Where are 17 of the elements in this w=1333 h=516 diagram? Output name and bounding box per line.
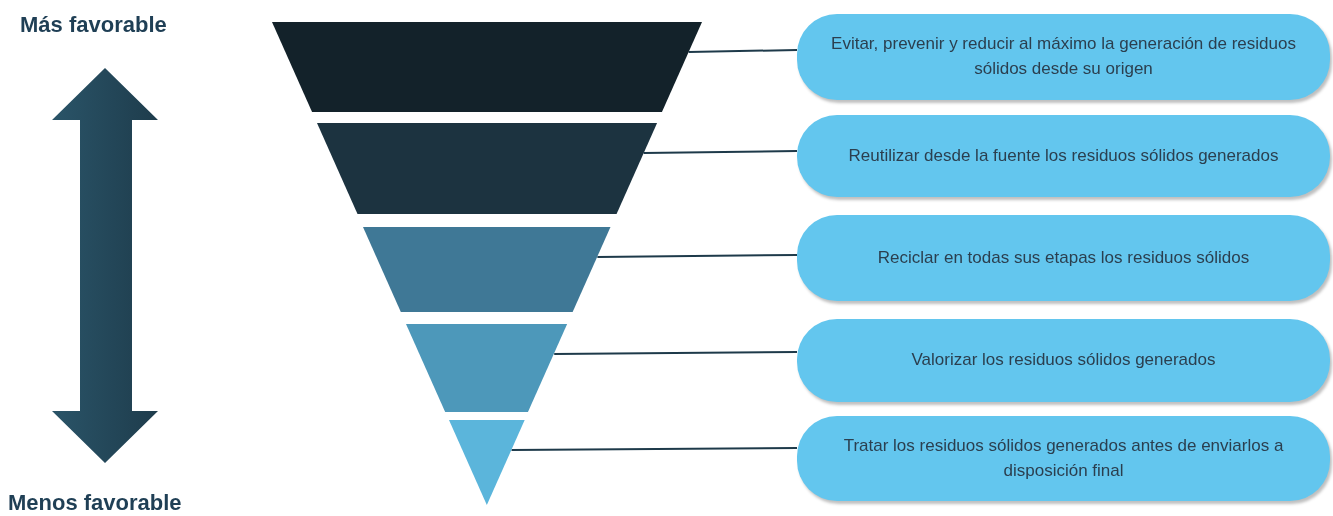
funnel-layer bbox=[272, 22, 702, 112]
step-pill: Reciclar en todas sus etapas los residuos sólidos bbox=[797, 215, 1330, 301]
connector-line bbox=[553, 351, 798, 355]
funnel-layer bbox=[316, 123, 658, 214]
step-pill: Reutilizar desde la fuente los residuos sólidos generados bbox=[797, 115, 1330, 197]
connector-line bbox=[510, 447, 798, 451]
scale-label: Menos favorable bbox=[8, 490, 182, 516]
scale-label: Más favorable bbox=[20, 12, 167, 38]
connector-line bbox=[687, 49, 798, 53]
funnel-layer bbox=[363, 227, 611, 312]
step-pill: Valorizar los residuos sólidos generados bbox=[797, 319, 1330, 402]
step-pill: Tratar los residuos sólidos generados antes de enviarlos a disposición final bbox=[797, 416, 1330, 501]
connector-line bbox=[642, 150, 798, 154]
funnel-layer bbox=[406, 324, 568, 412]
funnel-layer bbox=[449, 420, 525, 505]
step-pill: Evitar, prevenir y reducir al máximo la generación de residuos sólidos desde su origen bbox=[797, 14, 1330, 100]
connector-line bbox=[596, 254, 798, 258]
